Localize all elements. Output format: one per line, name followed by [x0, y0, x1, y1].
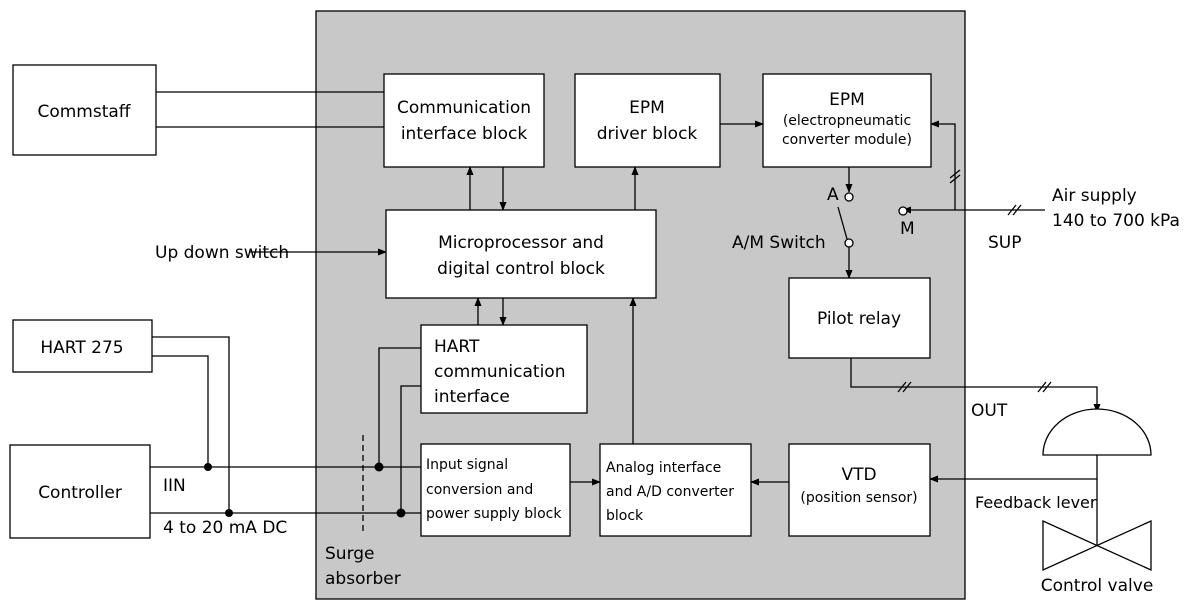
contact-m	[898, 206, 908, 216]
input-signal-line1: Input signal	[426, 457, 508, 473]
analog-interface-line2: and A/D converter	[606, 484, 734, 500]
out-label: OUT	[971, 401, 1008, 421]
hart275-wire-2	[152, 355, 209, 467]
commstaff-box: Commstaff	[12, 64, 157, 156]
junction-iin-hart	[204, 463, 212, 471]
air-supply-label-1: Air supply	[1052, 186, 1137, 206]
actuator-dome	[1042, 408, 1152, 456]
analog-interface-line3: block	[606, 508, 644, 524]
am-switch-lever	[837, 206, 848, 240]
out-hatch-2	[902, 381, 912, 393]
hart275-label: HART 275	[40, 338, 123, 358]
vtd-line1: VTD	[841, 465, 876, 485]
pilot-relay-block: Pilot relay	[788, 277, 931, 359]
hart-comm-line3: interface	[434, 387, 510, 407]
hart275-wire-1	[152, 336, 230, 513]
surge-label-2: absorber	[325, 569, 401, 589]
feedback-lever-label: Feedback lever	[975, 493, 1097, 512]
input-signal-line2: conversion and	[426, 482, 533, 498]
epm-module-line1: EPM	[829, 90, 865, 110]
arrow-out-to-valve	[850, 358, 1101, 413]
epm-module-block: EPM (electropneumatic converter module)	[762, 73, 932, 168]
junction-current-hartcomm	[396, 508, 406, 518]
control-valve-label: Control valve	[1041, 576, 1154, 596]
controller-box: Controller	[9, 444, 151, 539]
am-switch-label: A/M Switch	[732, 233, 826, 253]
arrow-supply-to-epm	[930, 120, 956, 210]
sup-label: SUP	[988, 233, 1022, 253]
hart-comm-line1: HART	[434, 337, 480, 357]
input-signal-block: Input signal conversion and power supply…	[420, 443, 571, 537]
hart-comm-wire-2	[400, 385, 421, 513]
up-down-switch-label: Up down switch	[155, 243, 289, 263]
input-signal-line3: power supply block	[426, 506, 562, 522]
commstaff-label: Commstaff	[37, 102, 131, 122]
vtd-block: VTD (position sensor)	[788, 443, 931, 537]
valve-body	[1042, 519, 1152, 572]
switch-pivot	[844, 238, 854, 248]
surge-label-1: Surge	[325, 544, 375, 564]
epm-driver-line1: EPM	[629, 98, 665, 118]
junction-iin-hartcomm	[374, 462, 384, 472]
supply-branch-hatch-1	[949, 169, 961, 179]
comm-interface-line1: Communication	[397, 98, 531, 118]
supply-hatch-2	[1012, 204, 1022, 216]
microprocessor-line1: Microprocessor and	[438, 233, 604, 253]
vtd-line2: (position sensor)	[800, 490, 917, 506]
hart-comm-line2: communication	[434, 362, 565, 382]
pilot-relay-label: Pilot relay	[817, 309, 901, 329]
analog-interface-line1: Analog interface	[606, 460, 721, 476]
junction-current-hart	[225, 509, 233, 517]
control-valve	[1042, 408, 1152, 572]
air-supply-label-2: 140 to 700 kPa	[1052, 211, 1180, 231]
microprocessor-line2: digital control block	[437, 259, 605, 279]
iin-label: IIN	[163, 476, 186, 496]
contact-a	[844, 192, 854, 202]
a-label: A	[827, 185, 839, 205]
supply-branch-hatch-2	[949, 174, 961, 184]
comm-interface-block: Communication interface block	[383, 73, 545, 168]
comm-interface-line2: interface block	[401, 124, 527, 144]
controller-label: Controller	[38, 483, 122, 503]
hart275-box: HART 275	[12, 319, 153, 373]
epm-module-line3: converter module)	[782, 132, 912, 148]
m-label: M	[900, 219, 915, 239]
analog-interface-block: Analog interface and A/D converter block	[599, 443, 752, 537]
out-hatch-4	[1042, 381, 1052, 393]
epm-driver-block: EPM driver block	[574, 73, 721, 168]
microprocessor-block: Microprocessor and digital control block	[385, 209, 657, 299]
epm-driver-line2: driver block	[597, 124, 698, 144]
out-hatch-1	[897, 381, 907, 393]
hart-comm-wire-1	[378, 347, 421, 467]
current-range-label: 4 to 20 mA DC	[163, 518, 287, 538]
supply-hatch-1	[1007, 204, 1017, 216]
out-hatch-3	[1037, 381, 1047, 393]
epm-module-line2: (electropneumatic	[783, 113, 911, 129]
hart-comm-block: HART communication interface	[420, 324, 588, 414]
